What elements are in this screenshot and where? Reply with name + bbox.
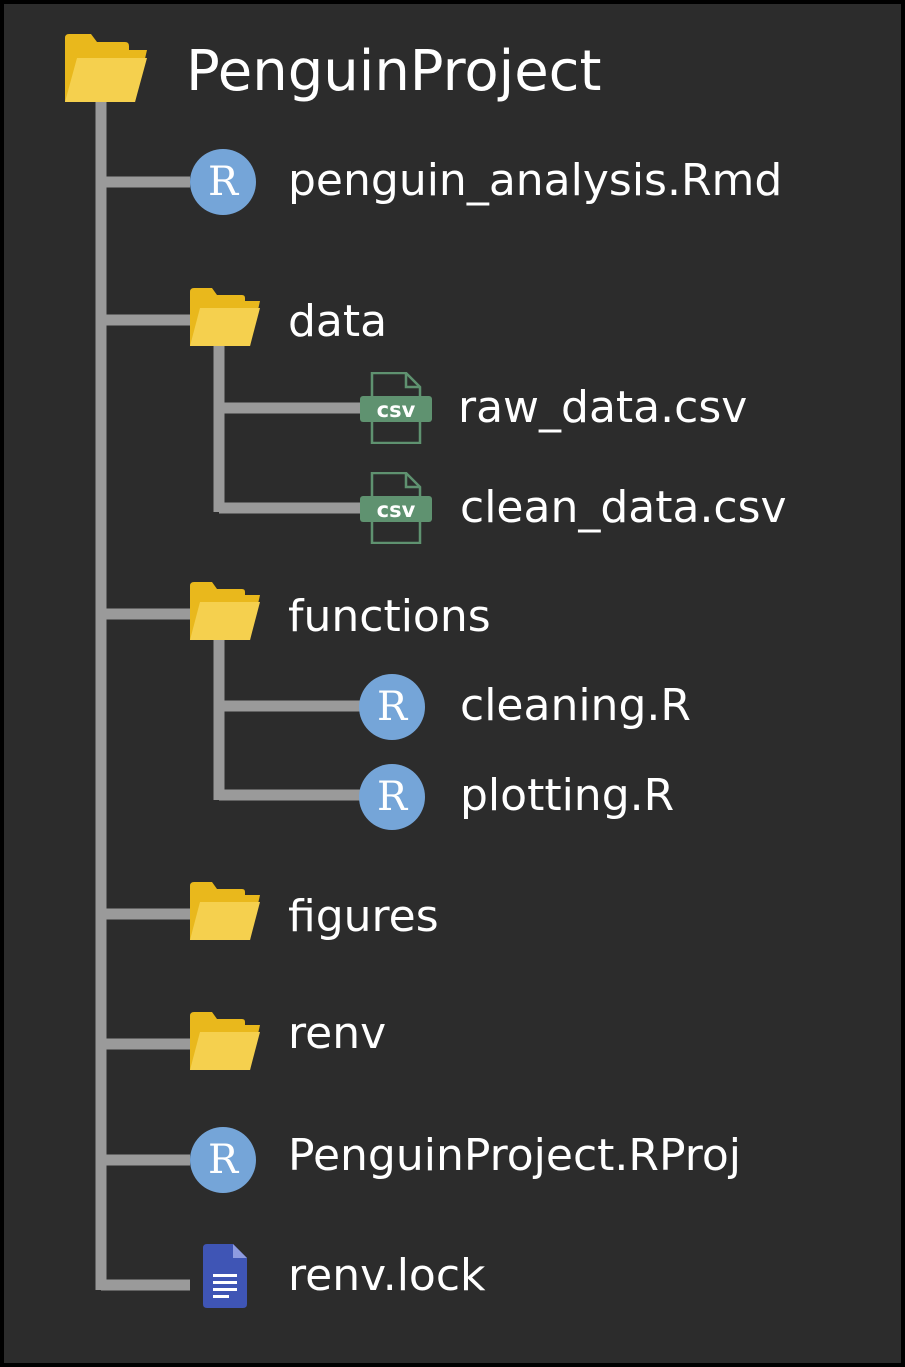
r-icon: R bbox=[190, 149, 256, 215]
file-plotting-label[interactable]: plotting.R bbox=[460, 770, 675, 821]
r-icon: R bbox=[359, 764, 425, 830]
folder-icon bbox=[190, 582, 260, 640]
r-icon: R bbox=[190, 1127, 256, 1193]
csv-glyph: csv bbox=[377, 398, 416, 422]
file-cleaning-label[interactable]: cleaning.R bbox=[460, 680, 691, 731]
folder-figures-label[interactable]: figures bbox=[288, 891, 439, 942]
folder-icon bbox=[190, 1012, 260, 1070]
folder-data-label[interactable]: data bbox=[288, 296, 388, 347]
csv-glyph: csv bbox=[377, 498, 416, 522]
csv-icon: csv bbox=[360, 472, 432, 544]
file-lock-label[interactable]: renv.lock bbox=[288, 1250, 486, 1301]
root-folder-label[interactable]: PenguinProject bbox=[186, 39, 602, 104]
r-icon: R bbox=[359, 674, 425, 740]
folder-icon bbox=[190, 288, 260, 346]
folder-renv-label[interactable]: renv bbox=[288, 1008, 387, 1059]
file-rmd-label[interactable]: penguin_analysis.Rmd bbox=[288, 155, 783, 206]
file-rproj-label[interactable]: PenguinProject.RProj bbox=[288, 1130, 741, 1181]
folder-icon bbox=[190, 882, 260, 940]
folder-icon bbox=[65, 34, 147, 102]
csv-icon: csv bbox=[360, 372, 432, 444]
folder-functions-label[interactable]: functions bbox=[288, 591, 491, 642]
document-icon bbox=[203, 1244, 247, 1308]
file-clean-data-label[interactable]: clean_data.csv bbox=[460, 482, 787, 533]
file-raw-data-label[interactable]: raw_data.csv bbox=[458, 382, 748, 433]
